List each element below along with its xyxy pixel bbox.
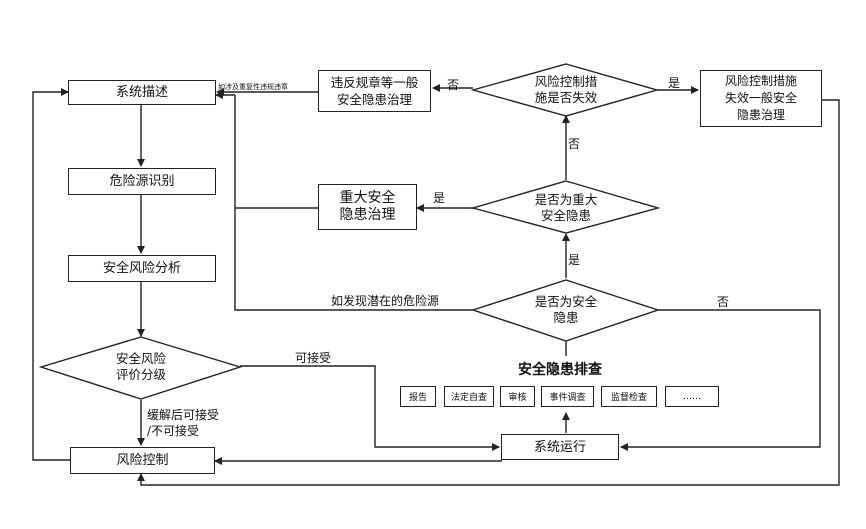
risk-analysis-node: 安全风险分析 [68,255,216,282]
no-label-major-hazard: 否 [568,137,581,151]
inspection-item-more: …… [665,386,719,407]
yes-label-major-hazard: 是 [433,191,446,205]
yes-label-control-failed: 是 [668,76,681,90]
system-description-node: 系统描述 [68,80,216,105]
yes-label-is-hazard: 是 [568,253,581,267]
acceptable-label: 可接受 [295,351,332,365]
general-hazard-violation-node: 违反规章等一般 安全隐患治理 [318,70,431,112]
inspection-item-report: 报告 [400,386,436,407]
is-hazard-decision: 是否为安全 隐患 [534,294,598,325]
major-hazard-governance-node: 重大安全 隐患治理 [318,184,417,230]
inspection-item-audit: 审核 [500,386,535,407]
after-mitigation-label: 缓解后可接受 /不可接受 [147,408,220,438]
general-hazard-control-failure-node: 风险控制措施 失效一般安全 隐患治理 [700,70,822,127]
inspection-item-statutory-self-check: 法定自查 [444,386,494,407]
hazard-identification-node: 危险源识别 [68,168,216,195]
no-label-control-failed: 否 [447,78,460,92]
no-label-is-hazard: 否 [717,295,730,309]
risk-grading-decision: 安全风险 评价分级 [115,351,166,382]
control-failed-decision: 风险控制措 施是否失效 [534,74,598,105]
inspection-title: 安全隐患排查 [518,362,602,378]
repeated-violation-label: 如涉及重复性违规违章 [218,83,288,91]
system-operation-node: 系统运行 [501,434,619,460]
inspection-item-supervision: 监督检查 [601,386,657,407]
risk-control-node: 风险控制 [70,447,215,474]
inspection-item-incident-investigation: 事件调查 [541,386,594,407]
potential-hazard-label: 如发现潜在的危险源 [331,294,440,308]
is-major-hazard-decision: 是否为重大 安全隐患 [534,192,598,223]
